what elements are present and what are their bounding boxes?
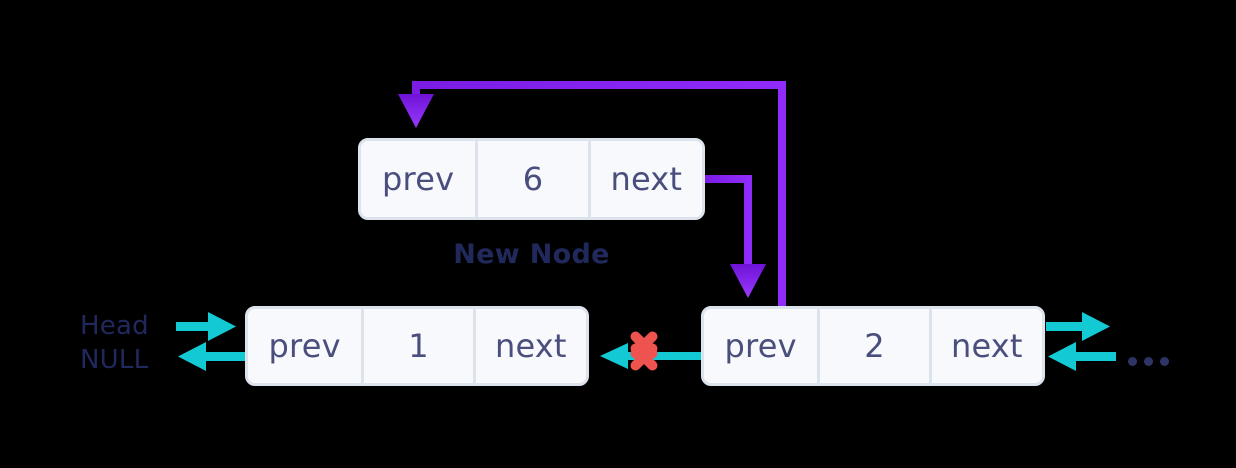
new-node-caption: New Node [453, 239, 610, 270]
node-one-next-cell[interactable]: next [472, 309, 586, 383]
ellipsis-dot-2 [1144, 357, 1153, 366]
node-two[interactable]: prev 2 next [701, 306, 1045, 386]
ellipsis-dot-3 [1160, 357, 1169, 366]
null-label: NULL [80, 345, 149, 375]
purple-arrow-newnode-next-to-node2 [705, 175, 766, 298]
node-one[interactable]: prev 1 next [245, 306, 589, 386]
node-one-value-cell[interactable]: 1 [361, 309, 473, 383]
node-new-prev-cell[interactable]: prev [361, 141, 476, 217]
node-two-next-cell[interactable]: next [928, 309, 1042, 383]
node-new-node[interactable]: prev 6 next [358, 138, 705, 220]
ellipsis-icon [1128, 357, 1169, 366]
head-label: Head [80, 311, 149, 341]
teal-arrow-node1-to-null [178, 342, 246, 371]
teal-arrow-head-to-node1 [176, 312, 236, 341]
teal-arrow-node2-to-right [1046, 312, 1110, 341]
node-new-next-cell[interactable]: next [587, 141, 702, 217]
ellipsis-dot-1 [1128, 357, 1137, 366]
broken-link-x-icon [630, 331, 658, 371]
node-two-prev-cell[interactable]: prev [704, 309, 818, 383]
node-one-prev-cell[interactable]: prev [248, 309, 362, 383]
teal-arrow-node2-prev-broken [600, 343, 704, 369]
node-new-value-cell[interactable]: 6 [475, 141, 588, 217]
teal-arrow-right-to-node2 [1048, 342, 1116, 371]
node-two-value-cell[interactable]: 2 [817, 309, 929, 383]
